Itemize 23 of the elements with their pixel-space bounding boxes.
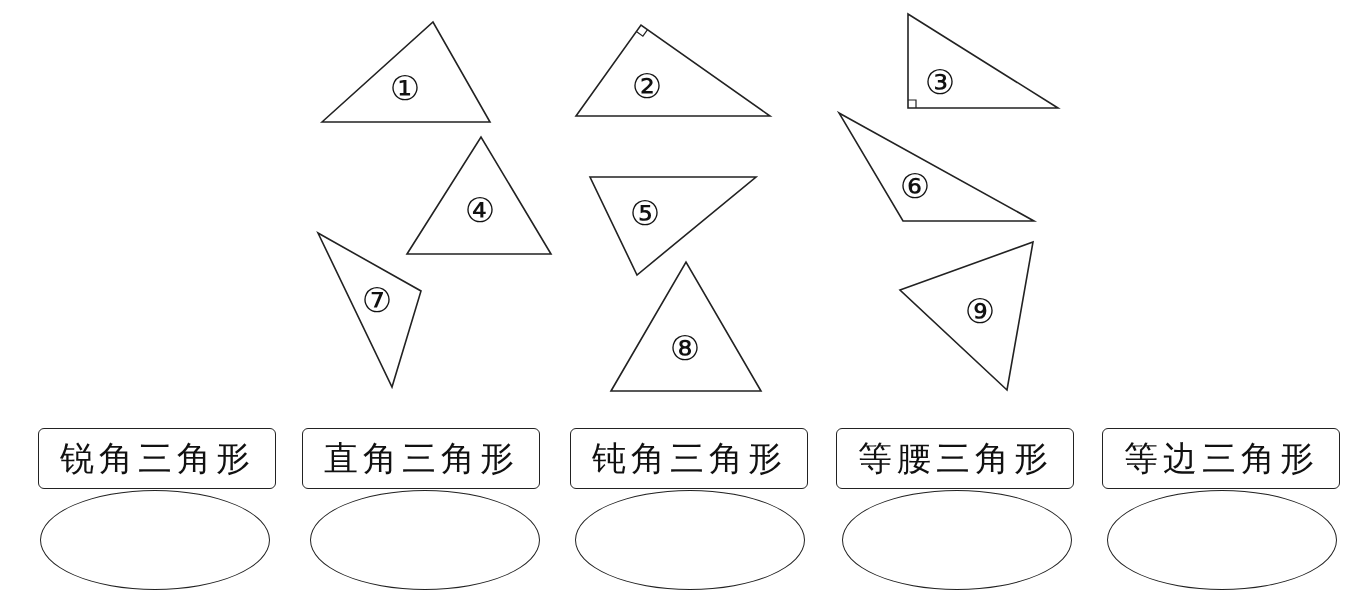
triangle-shape [576, 25, 770, 116]
triangle-shape [590, 177, 756, 275]
category-label: 直角三角形 [302, 428, 540, 489]
triangle-shape [322, 22, 490, 122]
triangle-shape [908, 14, 1058, 108]
triangle-shape [839, 113, 1034, 221]
shape-number: ⑧ [669, 331, 701, 365]
category-label: 钝角三角形 [570, 428, 808, 489]
shape-number: ⑦ [361, 283, 393, 317]
shape-number: ③ [924, 65, 956, 99]
shape-number: ② [631, 69, 663, 103]
triangle-shape [900, 242, 1033, 390]
shape-number: ④ [464, 193, 496, 227]
category-label: 等边三角形 [1102, 428, 1340, 489]
triangle-shape [407, 137, 551, 254]
shape-number: ① [389, 71, 421, 105]
triangle-shape [611, 262, 761, 391]
shape-number: ⑨ [964, 294, 996, 328]
shape-number: ⑥ [899, 169, 931, 203]
shape-number: ⑤ [629, 196, 661, 230]
triangle-shape [318, 233, 421, 387]
category-label: 锐角三角形 [38, 428, 276, 489]
category-label: 等腰三角形 [836, 428, 1074, 489]
